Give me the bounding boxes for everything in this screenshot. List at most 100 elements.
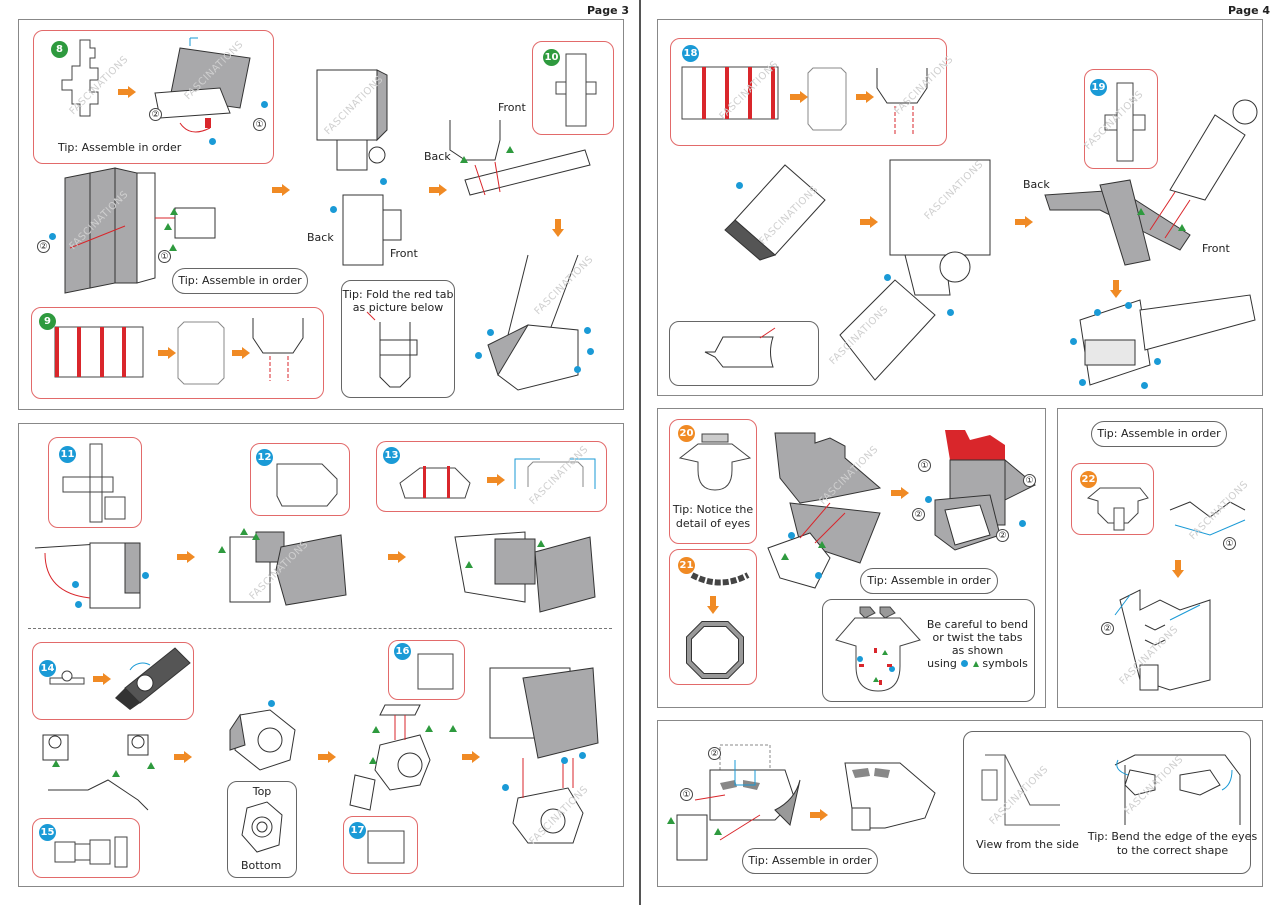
step-13-fold-icon: [514, 458, 596, 489]
step-15-flat-part-icon: [54, 836, 128, 868]
tip-bend-line-2: to the correct shape: [1116, 844, 1229, 857]
octagon-ring-icon: [686, 621, 744, 679]
orientation-joint-icon: [241, 801, 283, 853]
tip-fold-line-1: Tip: Fold the red tab: [342, 288, 454, 301]
blue-dot-symbol: [925, 496, 932, 503]
step-12-flat-part-icon: [276, 463, 338, 507]
blue-dot-symbol: [330, 206, 337, 213]
careful-symbols-text: symbols: [982, 657, 1028, 670]
step-14-15-assembly-icon: [42, 734, 149, 811]
tip-fold-illustration-icon: [366, 311, 418, 388]
careful-line-1: Be careful to bend: [926, 618, 1029, 631]
head-assembly-icon: [767, 432, 882, 589]
label-back: Back: [424, 150, 451, 163]
blue-dot-symbol: [1141, 382, 1148, 389]
step-15-badge: 15: [39, 824, 56, 841]
step-19-badge: 19: [1090, 79, 1107, 96]
order-1-marker: ①: [1223, 537, 1236, 550]
green-triangle-symbol: [667, 817, 675, 824]
blue-dot-symbol: [587, 348, 594, 355]
face-fold-icon: [1114, 589, 1211, 691]
step-22-fold-icon: [1169, 501, 1246, 536]
order-1-marker: ①: [158, 250, 171, 263]
green-triangle-symbol: [240, 528, 248, 535]
green-triangle-legend-icon: [972, 661, 979, 667]
view-from-side-caption: View from the side: [976, 838, 1079, 851]
order-1-marker: ①: [918, 459, 931, 472]
label-back: Back: [307, 231, 334, 244]
step-10-badge: 10: [543, 49, 560, 66]
step-9-badge: 9: [39, 313, 56, 330]
tip-eyes-line-1: Tip: Notice the: [672, 503, 754, 516]
head-side-assembly-icon: [934, 430, 1036, 551]
blue-dot-symbol: [788, 532, 795, 539]
order-2-marker: ②: [708, 747, 721, 760]
step-17-badge: 17: [349, 822, 366, 839]
blue-dot-symbol: [75, 601, 82, 608]
step-8-flat-part-icon: [61, 39, 99, 117]
green-triangle-symbol: [460, 156, 468, 163]
blue-dot-symbol: [142, 572, 149, 579]
step-13-assembly-icon: [454, 531, 596, 613]
tip-assemble-in-order: Tip: Assemble in order: [860, 568, 998, 594]
page-divider: [639, 0, 641, 905]
blue-dot-symbol: [579, 752, 586, 759]
blue-dot-symbol: [72, 581, 79, 588]
step-10-assembly-icon: [449, 120, 591, 196]
label-front: Front: [1202, 242, 1230, 255]
blue-dot-symbol: [475, 352, 482, 359]
tip-bend-line-1: Tip: Bend the edge of the eyes: [1087, 830, 1258, 843]
step-20-flat-part-icon: [678, 433, 752, 491]
step-14-badge: 14: [39, 660, 56, 677]
green-triangle-symbol: [425, 725, 433, 732]
step-9-tab-insert-icon: [252, 318, 304, 381]
order-2-marker: ②: [149, 108, 162, 121]
arm-assembly-icon: [487, 254, 579, 391]
green-triangle-symbol: [449, 725, 457, 732]
label-front: Front: [498, 101, 526, 114]
top-label: Top: [252, 785, 272, 798]
order-2-marker: ②: [37, 240, 50, 253]
step-19-assembly-icon: [1044, 99, 1258, 266]
green-triangle-symbol: [818, 541, 826, 548]
face-attach-assembly-icon: [676, 744, 801, 861]
top-bottom-orientation-box: Top: [227, 781, 297, 878]
careful-line-3: as shown: [951, 644, 1004, 657]
step-11-flat-part-icon: [62, 443, 126, 523]
green-triangle-symbol: [112, 770, 120, 777]
blue-dot-symbol: [947, 309, 954, 316]
head-shoulder-assembly-icon: [489, 667, 599, 844]
green-triangle-symbol: [169, 244, 177, 251]
step-9-flat-part-icon: [54, 326, 144, 378]
step-17-flat-part-icon: [367, 830, 405, 864]
step-11-assembly-icon: [34, 542, 141, 609]
green-triangle-symbol: [52, 760, 60, 767]
pen-roll-icon: [115, 647, 191, 710]
tip-eyes-line-2: detail of eyes: [675, 517, 751, 530]
green-triangle-symbol: [465, 561, 473, 568]
bend-eyes-icon: [1114, 754, 1241, 825]
order-1-marker: ①: [1023, 474, 1036, 487]
step-14-flat-part-icon: [49, 670, 85, 685]
step-12-badge: 12: [256, 449, 273, 466]
step-18-folded-part-icon: [807, 67, 847, 131]
step-18-badge: 18: [682, 45, 699, 62]
careful-line-4: using symbols: [920, 657, 1035, 671]
green-triangle-symbol: [714, 828, 722, 835]
order-2-marker: ②: [912, 508, 925, 521]
blue-dot-symbol: [584, 327, 591, 334]
green-triangle-symbol: [781, 553, 789, 560]
step-11-badge: 11: [59, 446, 76, 463]
blue-dot-symbol: [1125, 302, 1132, 309]
step-21-flat-strip-icon: [690, 572, 750, 586]
page-number-4: Page 4: [1228, 4, 1271, 17]
forearm-part-icon: [724, 164, 826, 261]
tip-assemble-in-order: Tip: Assemble in order: [172, 268, 308, 294]
body-assembly-icon: [316, 69, 402, 266]
green-triangle-symbol: [252, 533, 260, 540]
blue-dot-symbol: [561, 757, 568, 764]
careful-using-text: using: [927, 657, 957, 670]
step-21-badge: 21: [678, 557, 695, 574]
blue-dot-symbol: [1070, 338, 1077, 345]
green-triangle-symbol: [170, 208, 178, 215]
